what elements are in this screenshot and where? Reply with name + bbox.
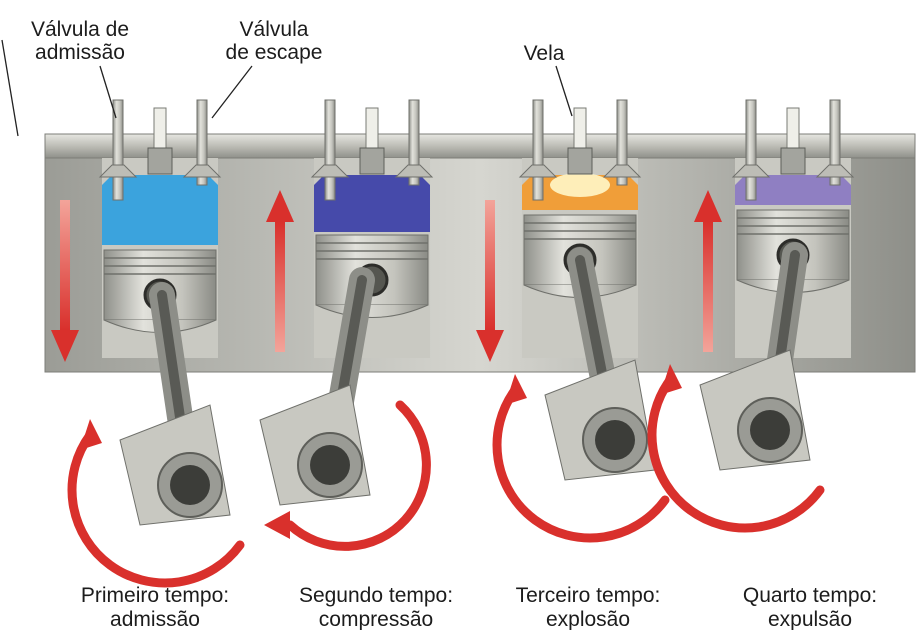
cylinder-3 <box>476 99 670 543</box>
spark-plug-body <box>780 147 806 175</box>
crank-rotation-arrow <box>492 385 670 543</box>
piston-up-arrow <box>275 222 285 352</box>
stroke-2-title: Segundo tempo: <box>298 584 454 607</box>
stroke-1-title: Primeiro tempo: <box>80 584 230 607</box>
stroke-3-title: Terceiro tempo: <box>515 584 661 607</box>
rotation-arrow-head <box>80 419 102 450</box>
crank-rotation-arrow <box>67 430 245 588</box>
stroke-2-caption: Segundo tempo: compressão <box>271 584 481 630</box>
edge-leader <box>1 39 19 137</box>
exhaust-valve-label-line2: de escape <box>225 41 323 64</box>
exhaust-valve-label: Válvula de escape <box>218 18 330 64</box>
exhaust-valve-label-line1: Válvula <box>239 18 309 41</box>
cylinder-4 <box>647 99 855 533</box>
stroke-1-caption: Primeiro tempo: admissão <box>50 584 260 630</box>
spark-flash <box>550 173 610 197</box>
piston-down-arrow <box>485 200 495 330</box>
rotation-arrow-head <box>505 374 527 405</box>
stroke-2-name: compressão <box>318 608 434 630</box>
exhaust-valve-stem <box>196 99 208 186</box>
intake-valve-leader <box>99 65 117 119</box>
intake-valve-head <box>731 164 771 178</box>
cylinder-head-rail <box>44 133 916 159</box>
intake-valve-stem <box>324 99 336 201</box>
stroke-1-name: admissão <box>110 608 200 630</box>
stroke-3-name: explosão <box>545 608 631 630</box>
spark-plug-body <box>147 147 173 175</box>
stroke-3-caption: Terceiro tempo: explosão <box>483 584 693 630</box>
spark-plug <box>153 107 167 149</box>
piston-down-arrow <box>60 200 70 330</box>
intake-valve-label-line2: admissão <box>35 41 125 64</box>
exhaust-valve-stem <box>408 99 420 186</box>
exhaust-valve-head <box>815 164 855 178</box>
intake-valve-label-line1: Válvula de <box>30 18 130 41</box>
stroke-4-title: Quarto tempo: <box>742 584 878 607</box>
spark-plug-body <box>567 147 593 175</box>
crank-rotation-arrow <box>647 375 825 533</box>
exhaust-valve-head <box>182 164 222 178</box>
stroke-4-caption: Quarto tempo: expulsão <box>705 584 915 630</box>
spark-plug <box>573 107 587 149</box>
exhaust-valve-head <box>394 164 434 178</box>
spark-plug <box>365 107 379 149</box>
intake-valve-stem <box>532 99 544 201</box>
rotation-arrow-head <box>264 511 290 539</box>
exhaust-valve-stem <box>616 99 628 186</box>
intake-valve-head <box>310 164 350 178</box>
arrow-head <box>694 190 722 222</box>
intake-valve-label: Válvula de admissão <box>24 18 136 64</box>
intake-valve-head <box>98 164 138 178</box>
exhaust-valve-stem <box>829 99 841 186</box>
intake-valve-head <box>518 164 558 178</box>
combustion-chamber <box>102 175 218 245</box>
crank-bore <box>310 445 350 485</box>
crank-rotation-arrow <box>285 400 431 551</box>
arrow-head <box>51 330 79 362</box>
cylinder-2 <box>259 99 434 551</box>
exhaust-valve-head <box>602 164 642 178</box>
spark-plug-body <box>359 147 385 175</box>
crank-bore <box>170 465 210 505</box>
crank-bore <box>750 410 790 450</box>
stroke-4-name: expulsão <box>767 608 853 630</box>
rotation-arrow-head <box>660 364 682 395</box>
combustion-chamber <box>314 175 430 232</box>
arrow-head <box>476 330 504 362</box>
spark-plug-label: Vela <box>523 42 565 65</box>
crank-bore <box>595 420 635 460</box>
combustion-chamber <box>735 175 851 205</box>
spark-plug-leader <box>555 65 573 117</box>
intake-valve-stem <box>745 99 757 201</box>
spark-plug <box>786 107 800 149</box>
arrow-head <box>266 190 294 222</box>
intake-valve-stem <box>112 99 124 201</box>
cylinder-1 <box>51 99 245 588</box>
piston-up-arrow <box>703 222 713 352</box>
exhaust-valve-leader <box>211 65 253 119</box>
